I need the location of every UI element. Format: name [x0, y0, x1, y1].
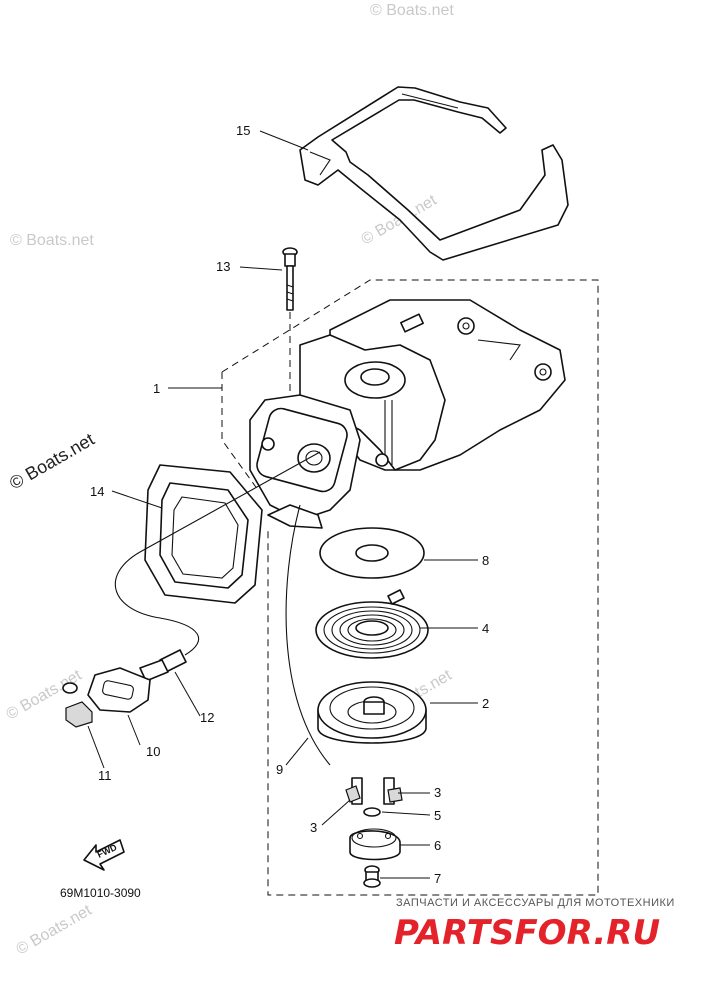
part-11-clip [62, 682, 93, 728]
watermark-main: © Boats.net [6, 429, 98, 493]
part-8-washer [319, 527, 425, 579]
callout-13: 13 [216, 259, 230, 274]
part-13-bolt [282, 247, 298, 410]
banner-tagline: ЗАПЧАСТИ И АКСЕССУАРЫ ДЛЯ МОТОТЕХНИКИ [396, 897, 675, 909]
part-7-screw [363, 865, 381, 888]
callout-15: 15 [236, 123, 250, 138]
starter-rope [114, 451, 331, 766]
callout-3: 3 [434, 785, 441, 800]
part-15-seal [299, 86, 569, 261]
banner-logo: PARTSFOR.RU [394, 913, 660, 953]
callout-9: 9 [276, 762, 283, 777]
callout-7: 7 [434, 871, 441, 886]
partsfor-banner: ЗАПЧАСТИ И АКСЕССУАРЫ ДЛЯ МОТОТЕХНИКИ PA… [394, 897, 675, 953]
fwd-arrow-icon: FWD [83, 839, 125, 871]
part-14-grommet [144, 464, 263, 604]
callout-2: 2 [482, 696, 489, 711]
watermark: © Boats.net [10, 232, 94, 249]
callout-6: 6 [434, 838, 441, 853]
part-1-starter-case [249, 299, 566, 529]
callout-4: 4 [482, 621, 489, 636]
part-3-pawl-right [383, 777, 403, 805]
part-12-rope-guide [139, 649, 187, 682]
callout-10: 10 [146, 744, 160, 759]
diagram-code: 69M1010-3090 [60, 886, 141, 900]
callout-11: 11 [98, 768, 112, 783]
part-6-plate [349, 828, 401, 861]
part-2-pulley [317, 681, 427, 744]
callout-3: 3 [310, 820, 317, 835]
callouts: 1 2 3 3 4 5 6 7 8 9 10 11 12 13 14 15 [90, 123, 489, 886]
callout-8: 8 [482, 553, 489, 568]
watermark: © Boats.net [14, 902, 96, 959]
leader-lines [87, 130, 478, 879]
watermark: © Boats.net [370, 2, 454, 19]
part-3-pawl-left [345, 777, 363, 805]
part-4-spring [315, 589, 429, 659]
callout-5: 5 [434, 808, 441, 823]
callout-14: 14 [90, 484, 104, 499]
callout-12: 12 [200, 710, 214, 725]
assembly-boundary [221, 279, 599, 896]
part-10-handle [87, 667, 151, 713]
part-5-clip [363, 807, 381, 817]
callout-1: 1 [153, 381, 160, 396]
